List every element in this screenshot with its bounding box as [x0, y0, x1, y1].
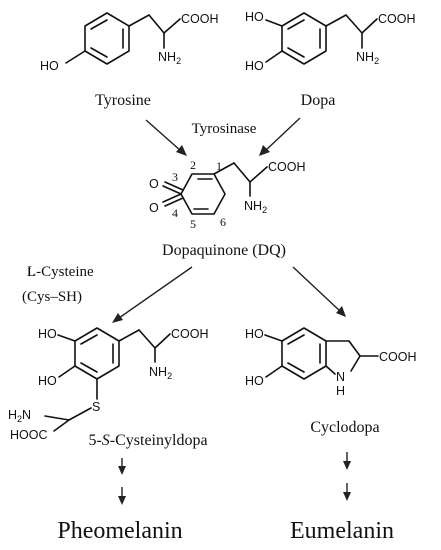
ring-number-5: 5: [190, 217, 196, 231]
ring-number-1: 1: [216, 159, 222, 173]
cysteinyldopa-ho-top-label: HO: [38, 327, 57, 341]
pheomelanin-label: Pheomelanin: [57, 518, 182, 544]
dopa-structure: COOH NH2 HO HO: [245, 10, 416, 73]
dq-oxygen-bottom-label: O: [149, 201, 159, 215]
dopa-ho-bottom-label: HO: [245, 59, 264, 73]
arrow-dopa-to-dq: [259, 117, 301, 156]
cyclodopa-nh-hydrogen-label: H: [336, 384, 345, 398]
cysteinyldopa-ho-bottom-label: HO: [38, 374, 57, 388]
dopa-nh2-label: NH2: [356, 50, 379, 66]
arrow-dq-to-cyclodopa: [292, 266, 346, 317]
cyclodopa-structure: COOH HO HO N H: [245, 327, 417, 398]
cysteinyldopa-sulfur-label: S: [92, 400, 100, 414]
dq-nh2-label: NH2: [244, 199, 267, 215]
cyclodopa-ho-top-label: HO: [245, 327, 264, 341]
cysteinyldopa-label: 5-S-Cysteinyldopa: [88, 432, 207, 449]
cyclodopa-ho-bottom-label: HO: [245, 374, 264, 388]
dq-oxygen-top-label: O: [149, 177, 159, 191]
cysteine-label: LL-Cysteine: [27, 264, 94, 280]
tyrosine-structure: COOH NH2 HO: [40, 12, 219, 73]
dopa-ho-top-label: HO: [245, 10, 264, 24]
ring-number-3: 3: [172, 170, 178, 184]
cysteinyldopa-structure: COOH NH2 HO HO S H2N HOOC: [8, 327, 209, 442]
arrows-to-eumelanin: [343, 452, 351, 501]
dopaquinone-structure: O O COOH NH2 1 2 3 4 5 6: [149, 158, 306, 231]
ring-number-6: 6: [220, 215, 226, 229]
tyrosine-cooh-label: COOH: [181, 12, 219, 26]
arrow-tyrosine-to-dq: [145, 119, 187, 156]
cyclodopa-nitrogen-label: N: [336, 370, 345, 384]
tyrosine-label: Tyrosine: [95, 92, 151, 109]
dq-cooh-label: COOH: [268, 160, 306, 174]
arrows-to-pheomelanin: [118, 458, 126, 505]
dopaquinone-label: Dopaquinone (DQ): [162, 242, 286, 259]
cysteinyldopa-cooh-label: COOH: [171, 327, 209, 341]
cysteine-formula-label: (Cys–SH): [22, 289, 82, 305]
dopa-label: Dopa: [301, 92, 336, 109]
tyrosinase-label: Tyrosinase: [192, 121, 257, 137]
tyrosine-ho-label: HO: [40, 59, 59, 73]
cyclodopa-label: Cyclodopa: [310, 419, 379, 436]
cyclodopa-cooh-label: COOH: [379, 350, 417, 364]
arrow-dq-to-cysteinyldopa: [112, 266, 193, 323]
tyrosine-nh2-label: NH2: [158, 50, 181, 66]
ring-number-2: 2: [190, 158, 196, 172]
cysteinyldopa-nh2-label: NH2: [149, 365, 172, 381]
ring-number-4: 4: [172, 206, 178, 220]
cysteinyldopa-hooc-label: HOOC: [10, 428, 48, 442]
dopa-cooh-label: COOH: [378, 12, 416, 26]
cysteinyldopa-h2n-label: H2N: [8, 408, 31, 424]
eumelanin-label: Eumelanin: [290, 518, 394, 544]
